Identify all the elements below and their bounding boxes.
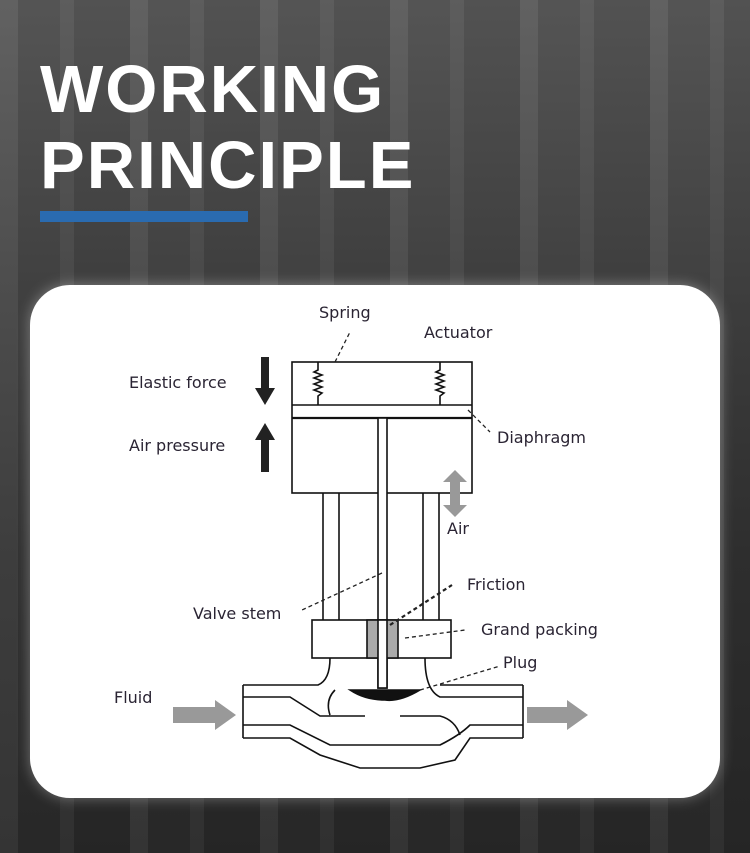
spring-right bbox=[433, 362, 447, 405]
label-air: Air bbox=[447, 519, 469, 538]
title-line-1: WORKING bbox=[40, 52, 386, 127]
elastic-force-arrow-icon bbox=[255, 357, 275, 405]
title-line-2: PRINCIPLE bbox=[40, 128, 416, 203]
fluid-in-arrow-icon bbox=[173, 700, 236, 730]
label-fluid: Fluid bbox=[114, 688, 152, 707]
diagram-card bbox=[30, 285, 720, 798]
label-elastic-force: Elastic force bbox=[129, 373, 227, 392]
leader-lines bbox=[301, 331, 501, 691]
air-pressure-arrow-icon bbox=[255, 423, 275, 472]
title-underline bbox=[40, 211, 248, 222]
label-grand-packing: Grand packing bbox=[481, 620, 598, 639]
label-air-pressure: Air pressure bbox=[129, 436, 225, 455]
page-title: WORKING PRINCIPLE bbox=[40, 52, 415, 204]
fluid-out-arrow-icon bbox=[527, 700, 588, 730]
label-friction: Friction bbox=[467, 575, 526, 594]
label-diaphragm: Diaphragm bbox=[497, 428, 586, 447]
label-actuator: Actuator bbox=[424, 323, 493, 342]
force-arrows bbox=[255, 357, 275, 472]
label-valve-stem: Valve stem bbox=[193, 604, 281, 623]
plug bbox=[347, 689, 423, 702]
label-plug: Plug bbox=[503, 653, 537, 672]
air-double-arrow-icon bbox=[443, 470, 467, 517]
spring-left bbox=[311, 362, 325, 405]
valve-body bbox=[242, 657, 524, 769]
label-spring: Spring bbox=[319, 303, 371, 322]
